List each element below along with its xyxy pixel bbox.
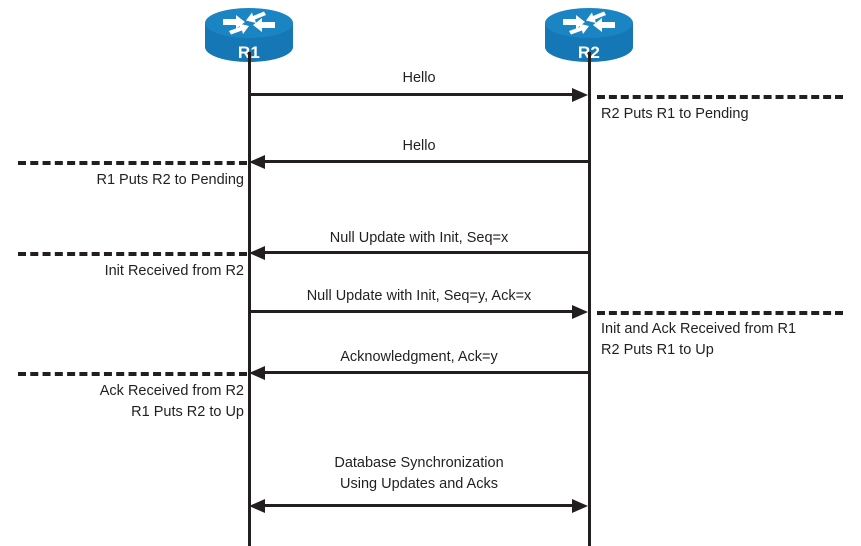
message-line-database-synchronization (264, 504, 573, 507)
router-icon (205, 8, 293, 62)
arrowhead-right-icon (572, 88, 588, 102)
message-label-database-synchronization: Database Synchronization Using Updates a… (249, 453, 589, 495)
arrowhead-left-icon (249, 246, 265, 260)
note-line: Init Received from R2 (104, 263, 244, 279)
note-dash-line-1 (597, 95, 843, 99)
note-ack-received-from-r2: Ack Received from R2 R1 Puts R2 to Up (0, 381, 244, 422)
note-line: R1 Puts R2 to Pending (96, 172, 244, 188)
note-dash-line-4 (597, 311, 843, 315)
message-label-acknowledgment-ack-y: Acknowledgment, Ack=y (340, 349, 498, 365)
message-line-null-update-init-seq-x (264, 251, 589, 254)
note-line: Ack Received from R2 (99, 383, 244, 399)
note-init-ack-received-from-r1: Init and Ack Received from R1 R2 Puts R1… (601, 319, 796, 360)
note-r1-puts-r2-pending: R1 Puts R2 to Pending (0, 170, 244, 191)
message-label-line: Using Updates and Acks (340, 476, 498, 493)
arrowhead-left-icon (249, 366, 265, 380)
note-dash-line-5 (18, 372, 247, 376)
message-label-null-update-init-seq-x: Null Update with Init, Seq=x (329, 230, 509, 246)
note-line: R2 Puts R1 to Pending (601, 106, 749, 122)
arrowhead-left-icon (249, 499, 265, 513)
router-node-r2[interactable]: R2 (543, 6, 635, 64)
arrowhead-right-icon (572, 305, 588, 319)
note-line: Init and Ack Received from R1 (601, 321, 797, 337)
note-dash-line-2 (18, 161, 247, 165)
message-line-hello-2 (264, 160, 589, 163)
lifeline-r1 (248, 52, 251, 546)
note-line: R2 Puts R1 to Up (601, 341, 714, 358)
message-line-null-update-init-seq-y-ack-x (250, 310, 573, 313)
lifeline-r2 (588, 52, 591, 546)
note-dash-line-3 (18, 252, 247, 256)
arrowhead-right-icon (572, 499, 588, 513)
message-label-null-update-init-seq-y-ack-x: Null Update with Init, Seq=y, Ack=x (306, 288, 532, 304)
message-label-line: Database Synchronization (334, 455, 504, 471)
arrowhead-left-icon (249, 155, 265, 169)
note-line: R1 Puts R2 to Up (131, 403, 244, 420)
message-label-hello-2: Hello (402, 138, 436, 154)
message-line-hello-1 (250, 93, 573, 96)
note-init-received-from-r2: Init Received from R2 (0, 261, 244, 282)
message-line-acknowledgment-ack-y (264, 371, 589, 374)
router-node-r1[interactable]: R1 (203, 6, 295, 64)
message-label-hello-1: Hello (402, 70, 436, 86)
note-r2-puts-r1-pending: R2 Puts R1 to Pending (601, 104, 749, 125)
router-icon (545, 8, 633, 62)
